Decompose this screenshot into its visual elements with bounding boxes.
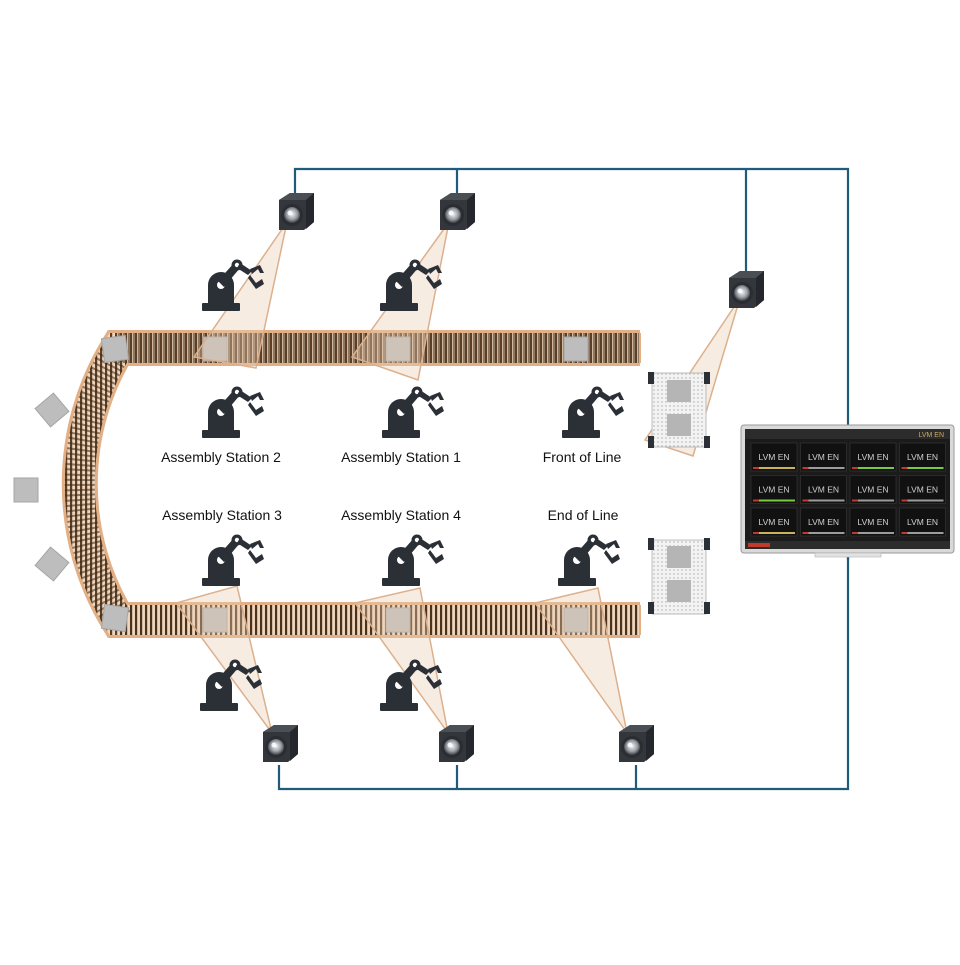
monitor-tile-logo: LVM EN xyxy=(857,517,888,527)
robot-arm-icon xyxy=(202,387,264,439)
part xyxy=(35,393,69,427)
camera-icon xyxy=(439,725,474,762)
camera-icon xyxy=(279,193,314,230)
cart-front-of-line xyxy=(648,372,710,448)
monitor-tile-logo: LVM EN xyxy=(808,517,839,527)
monitor-tile: LVM EN xyxy=(801,508,847,536)
part xyxy=(564,337,588,361)
part xyxy=(35,547,69,581)
monitor-tile-logo: LVM EN xyxy=(758,485,789,495)
robot-arm-icon xyxy=(558,535,620,587)
monitor-tile: LVM EN xyxy=(850,476,896,504)
monitor-corner-logo: LVM EN xyxy=(918,432,944,439)
monitor-tile-logo: LVM EN xyxy=(808,452,839,462)
monitor-tile: LVM EN xyxy=(801,476,847,504)
monitor-tile: LVM EN xyxy=(801,443,847,471)
monitor-tile: LVM EN xyxy=(900,476,946,504)
monitor-tile-logo: LVM EN xyxy=(907,452,938,462)
robot-arm-icon xyxy=(382,387,444,439)
label-assembly-station-2: Assembly Station 2 xyxy=(161,449,281,465)
monitor-tile: LVM EN xyxy=(850,508,896,536)
robot-arm-icon xyxy=(202,535,264,587)
carts xyxy=(648,372,710,614)
monitor-tile: LVM EN xyxy=(751,508,797,536)
part xyxy=(101,604,128,631)
monitor-tile: LVM EN xyxy=(751,443,797,471)
monitor-tile-logo: LVM EN xyxy=(758,517,789,527)
label-assembly-station-1: Assembly Station 1 xyxy=(341,449,461,465)
monitor-tile-logo: LVM EN xyxy=(907,485,938,495)
monitor-tile: LVM EN xyxy=(900,508,946,536)
part xyxy=(101,335,128,362)
robot-arm-icon xyxy=(382,535,444,587)
camera-icon xyxy=(263,725,298,762)
part xyxy=(14,478,38,502)
camera-fields-of-view xyxy=(176,222,740,733)
monitoring-display: LVM EN LVM EN LVM EN LVM EN LVM EN LVM EN LVM … xyxy=(741,425,954,557)
monitor-tile: LVM EN xyxy=(751,476,797,504)
cart-end-of-line xyxy=(648,538,710,614)
u-shaped-conveyor xyxy=(80,333,640,635)
monitor-tile: LVM EN xyxy=(850,443,896,471)
cameras xyxy=(263,193,764,762)
camera-icon xyxy=(729,271,764,308)
monitor-tile-logo: LVM EN xyxy=(808,485,839,495)
label-end-of-line: End of Line xyxy=(548,507,619,523)
monitor-tile: LVM EN xyxy=(900,443,946,471)
monitor-tile-logo: LVM EN xyxy=(857,485,888,495)
label-assembly-station-4: Assembly Station 4 xyxy=(341,507,461,523)
robot-arm-icon xyxy=(562,387,624,439)
monitor-tile-logo: LVM EN xyxy=(857,452,888,462)
camera-icon xyxy=(440,193,475,230)
monitor-tile-logo: LVM EN xyxy=(907,517,938,527)
camera-icon xyxy=(619,725,654,762)
label-assembly-station-3: Assembly Station 3 xyxy=(162,507,282,523)
monitor-tile-logo: LVM EN xyxy=(758,452,789,462)
label-front-of-line: Front of Line xyxy=(543,449,622,465)
